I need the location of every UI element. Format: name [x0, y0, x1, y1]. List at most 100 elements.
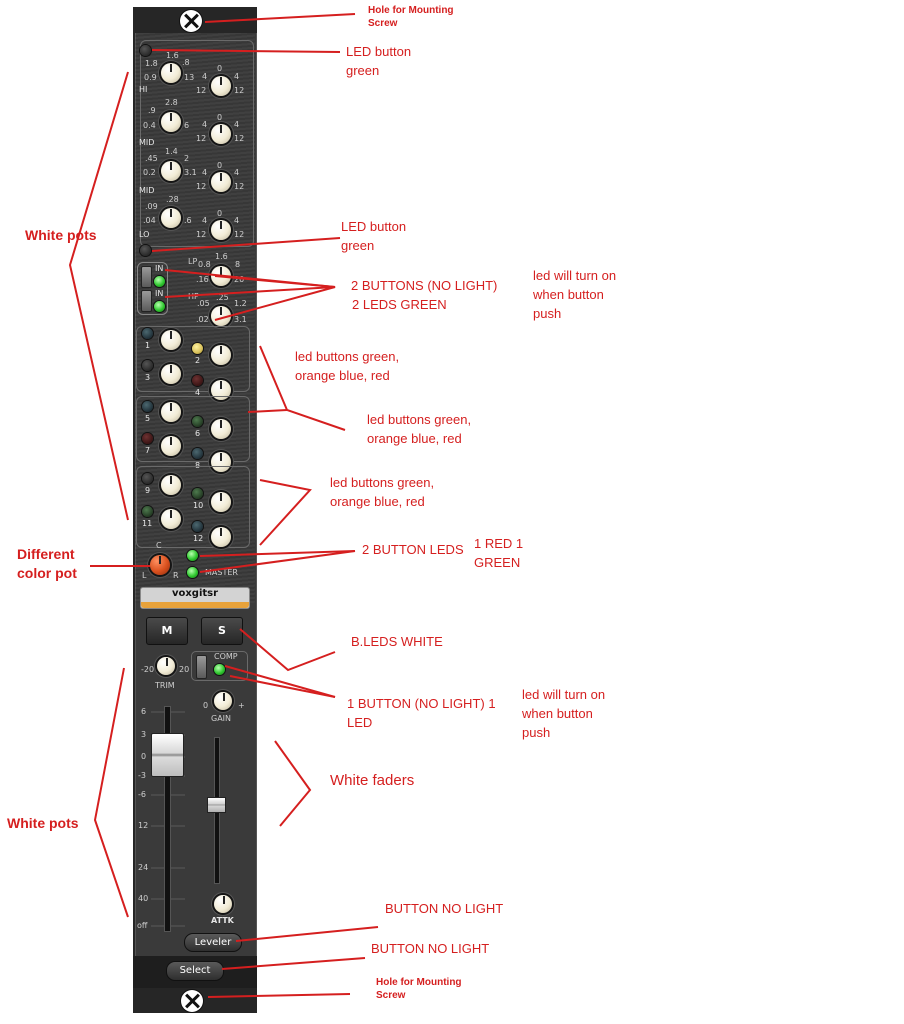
- send-led-3[interactable]: [142, 360, 153, 371]
- send-led-8[interactable]: [192, 448, 203, 459]
- eq-lo-freq-knob[interactable]: [161, 208, 181, 228]
- fader-tick: -3: [138, 771, 146, 780]
- tick: 20: [234, 275, 245, 284]
- tick: 0: [217, 161, 223, 170]
- eq-lo-gain-knob[interactable]: [211, 220, 231, 240]
- filter-led-button[interactable]: [140, 245, 151, 256]
- send-knob-5[interactable]: [161, 402, 181, 422]
- tick: 0.4: [143, 121, 156, 130]
- tick: 12: [234, 182, 245, 191]
- channel-name-box[interactable]: voxgitsr: [140, 587, 250, 609]
- tick: .28: [166, 195, 179, 204]
- annotation-led-turn-1: led will turn on when button push: [533, 268, 617, 321]
- highpass-knob[interactable]: [211, 306, 231, 326]
- comp-box: [191, 651, 248, 681]
- eq-led-button[interactable]: [140, 45, 151, 56]
- comp-toggle[interactable]: [196, 655, 207, 679]
- tick: 12: [196, 230, 207, 239]
- send-led-9[interactable]: [142, 473, 153, 484]
- eq-hi-freq-knob[interactable]: [161, 63, 181, 83]
- send-knob-10[interactable]: [211, 492, 231, 512]
- annotation-led-turn-2: led will turn on when button push: [522, 687, 606, 740]
- eq-lowmid-freq-knob[interactable]: [161, 161, 181, 181]
- master-led-2[interactable]: [187, 567, 198, 578]
- fader-tick: 0: [141, 752, 147, 761]
- eq-mid-gain-knob[interactable]: [211, 124, 231, 144]
- send-number: 12: [193, 534, 204, 543]
- tick: 4: [202, 72, 208, 81]
- send-number: 6: [195, 429, 201, 438]
- send-knob-7[interactable]: [161, 436, 181, 456]
- send-knob-1[interactable]: [161, 330, 181, 350]
- send-number: 8: [195, 461, 201, 470]
- fader-tick: 12: [138, 821, 149, 830]
- fader-track: [164, 706, 171, 932]
- send-knob-3[interactable]: [161, 364, 181, 384]
- tick: 1.2: [234, 299, 247, 308]
- send-led-2[interactable]: [192, 343, 203, 354]
- send-led-1[interactable]: [142, 328, 153, 339]
- send-led-10[interactable]: [192, 488, 203, 499]
- send-knob-12[interactable]: [211, 527, 231, 547]
- send-led-7[interactable]: [142, 433, 153, 444]
- wood-texture: [135, 33, 255, 603]
- tick: 12: [196, 86, 207, 95]
- send-number: 10: [193, 501, 204, 510]
- eq-mid-freq-knob[interactable]: [161, 112, 181, 132]
- filter-in-toggle-1[interactable]: [141, 266, 152, 288]
- select-button[interactable]: Select: [166, 961, 224, 981]
- annotation-led-mid: LED button green: [341, 219, 407, 253]
- fader-tick: 24: [138, 863, 149, 872]
- tick: 12: [234, 86, 245, 95]
- tick: 4: [202, 216, 208, 225]
- annotation-button-no-light-2: BUTTON NO LIGHT: [371, 941, 490, 956]
- tick: .8: [182, 58, 190, 67]
- tick: 12: [234, 134, 245, 143]
- attack-knob[interactable]: [214, 895, 232, 913]
- tick: 1.6: [166, 51, 179, 60]
- send-number: 3: [145, 373, 151, 382]
- leveler-button[interactable]: Leveler: [184, 933, 242, 952]
- pan-knob[interactable]: [150, 555, 170, 575]
- send-led-6[interactable]: [192, 416, 203, 427]
- send-knob-4[interactable]: [211, 380, 231, 400]
- in-label: IN: [155, 264, 164, 273]
- eq-band-label: HI: [139, 85, 148, 94]
- send-led-11[interactable]: [142, 506, 153, 517]
- sends-group-3: [136, 466, 250, 548]
- send-knob-2[interactable]: [211, 345, 231, 365]
- tick: 0.8: [198, 260, 211, 269]
- leveler-fader-cap[interactable]: [207, 797, 226, 813]
- eq-hi-gain-knob[interactable]: [211, 76, 231, 96]
- trim-knob[interactable]: [157, 657, 175, 675]
- send-led-12[interactable]: [192, 521, 203, 532]
- send-number: 2: [195, 356, 201, 365]
- tick: 13: [184, 73, 195, 82]
- send-knob-8[interactable]: [211, 452, 231, 472]
- annotation-filter-leds: 2 LEDS GREEN: [352, 297, 447, 312]
- fader-cap[interactable]: [151, 733, 184, 777]
- trim-min: -20: [141, 665, 155, 674]
- master-led-1[interactable]: [187, 550, 198, 561]
- fader-tick: off: [137, 921, 148, 930]
- tick: 3.1: [184, 168, 197, 177]
- filter-in-toggle-2[interactable]: [141, 290, 152, 312]
- annotation-white-faders: White faders: [330, 772, 415, 789]
- send-knob-6[interactable]: [211, 419, 231, 439]
- send-knob-11[interactable]: [161, 509, 181, 529]
- gain-knob[interactable]: [214, 692, 232, 710]
- send-led-5[interactable]: [142, 401, 153, 412]
- tick: .09: [145, 202, 158, 211]
- tick: .05: [197, 299, 210, 308]
- eq-lowmid-gain-knob[interactable]: [211, 172, 231, 192]
- send-knob-9[interactable]: [161, 475, 181, 495]
- eq-band-label: MID: [139, 138, 155, 147]
- fader-tick: 3: [141, 730, 147, 739]
- gain-max: +: [238, 701, 245, 710]
- fader-tick: 6: [141, 707, 147, 716]
- fader-tick: -6: [138, 790, 146, 799]
- send-number: 4: [195, 388, 201, 397]
- mute-button[interactable]: M: [146, 617, 188, 645]
- send-led-4[interactable]: [192, 375, 203, 386]
